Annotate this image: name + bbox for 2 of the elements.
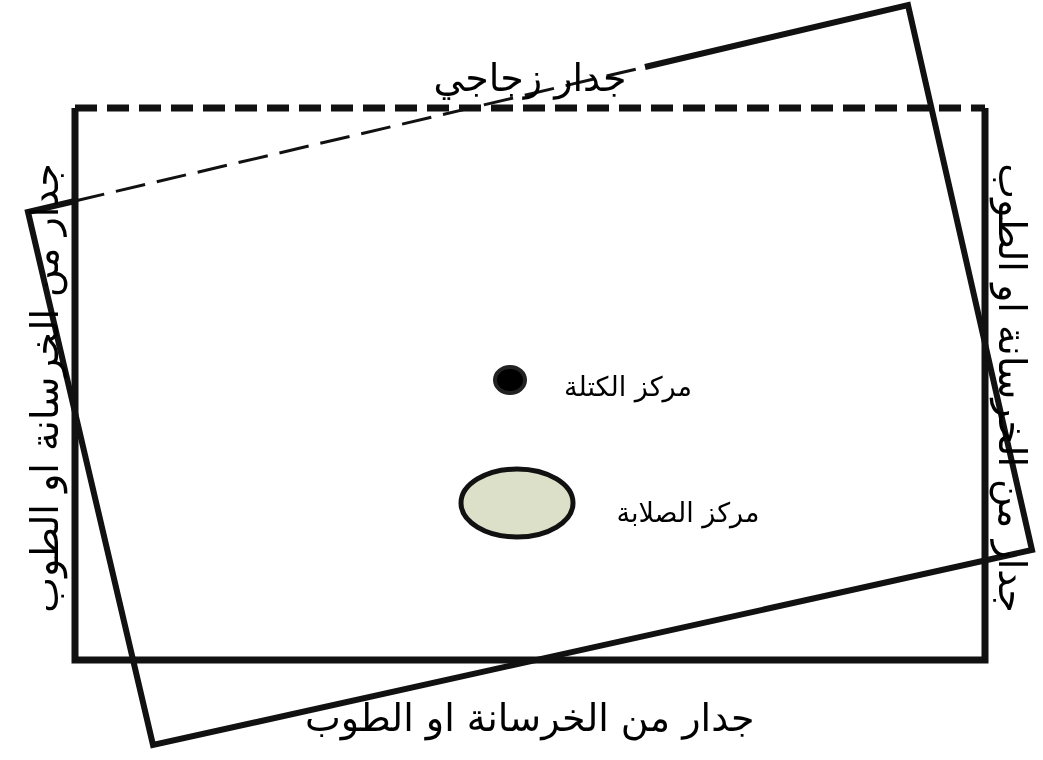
stiffness-center-ellipse (458, 466, 576, 540)
mass-center-dot (493, 365, 527, 395)
